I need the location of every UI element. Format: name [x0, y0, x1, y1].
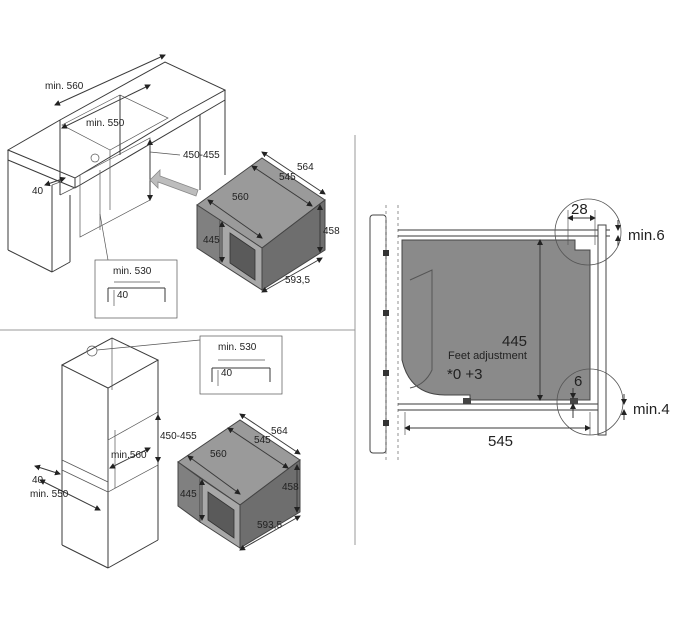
bl-oven-front-height: 445	[180, 489, 197, 500]
side-bottom-clearance: min.4	[633, 401, 670, 418]
tl-opening-height: 450-455	[183, 150, 220, 161]
tl-oven-front-height: 445	[203, 235, 220, 246]
side-section-view: 28 min.6 445 Feet adjustment *0 +3 6 min…	[369, 198, 670, 460]
tl-oven-depth: 545	[279, 172, 296, 183]
side-body-height: 445	[502, 333, 527, 350]
tl-cabinet-width: min. 560	[45, 81, 84, 92]
tl-oven-width: 560	[232, 192, 249, 203]
side-body-depth: 545	[488, 433, 513, 450]
side-top-offset: 28	[571, 201, 588, 218]
tl-detail-width: min. 530	[113, 266, 152, 277]
feet-range: *0 +3	[447, 366, 482, 383]
side-top-clearance: min.6	[628, 227, 665, 244]
bottom-left-cabinet: 450-455 min.560 40 min. 550 min. 530 40	[30, 335, 283, 569]
bottom-left-oven: 564 545 560 445 458 593,5	[177, 413, 301, 551]
tl-oven-depth-total: 564	[297, 162, 314, 173]
bl-cabinet-depth: min. 550	[30, 489, 69, 500]
insert-arrow-icon	[149, 169, 199, 197]
tl-side-gap: 40	[32, 186, 44, 197]
bl-oven-depth-total: 564	[271, 426, 288, 437]
bl-oven-front-width: 593,5	[257, 520, 282, 531]
tl-cabinet-depth: min. 550	[86, 118, 125, 129]
top-left-oven: 564 545 560 445 458 593,5	[196, 151, 340, 293]
bl-opening-height: 450-455	[160, 431, 197, 442]
bl-detail-width: min. 530	[218, 342, 257, 353]
bl-side-gap: 40	[32, 475, 44, 486]
tl-detail-gap: 40	[117, 290, 129, 301]
top-left-cabinet: min. 560 min. 550 450-455 40 min. 530 40	[6, 54, 227, 319]
bl-oven-total-height: 458	[282, 482, 299, 493]
feet-label: Feet adjustment	[448, 350, 527, 362]
side-bottom-offset: 6	[574, 373, 582, 390]
tl-oven-front-width: 593,5	[285, 275, 310, 286]
tl-oven-total-height: 458	[323, 226, 340, 237]
bl-cabinet-width: min.560	[111, 450, 147, 461]
bl-oven-width: 560	[210, 449, 227, 460]
bl-oven-depth: 545	[254, 435, 271, 446]
bl-detail-gap: 40	[221, 368, 233, 379]
